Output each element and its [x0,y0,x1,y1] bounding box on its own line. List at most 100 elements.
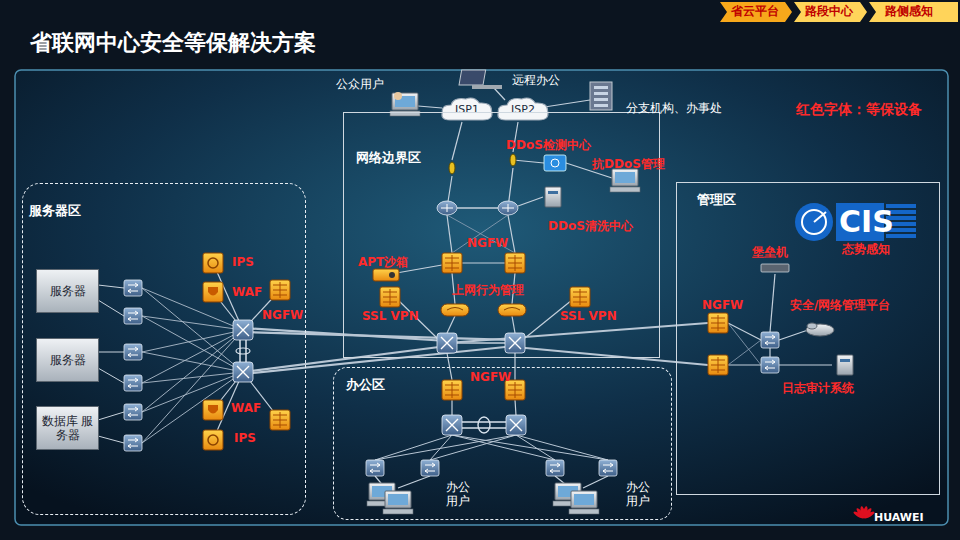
wire [98,352,124,353]
wire [516,435,555,460]
switch-icon [124,280,142,296]
wire [243,332,515,340]
router-icon [498,201,518,215]
security-device-label: SSL VPN [362,310,419,324]
brick-line [452,382,453,398]
security-device-label: 日志审计系统 [782,382,854,396]
wire [728,364,761,365]
behavior-mgmt-icon [441,304,469,316]
firewall-icon [708,313,728,333]
core-switch-arrows [446,419,458,431]
firewall-icon [505,253,525,273]
switch-arrows [765,335,775,345]
switch-arrows [128,378,138,388]
firewall-icon [442,380,462,400]
title: 省联网中心安全等保解决方案 [30,30,316,55]
switch-arrows [128,347,138,357]
wire [447,215,515,253]
server-name: 服务器 [41,284,94,298]
brick-line [580,289,581,305]
brick-line [452,255,453,271]
firewall-icon [203,400,223,420]
switch-icon [599,460,617,476]
wire [515,400,516,415]
behavior-mgmt-icon [498,304,526,316]
wire [447,316,455,333]
brand-label: HUAWEI [874,512,924,525]
link-marker [449,162,455,174]
security-device-label: APT沙箱 [358,256,408,270]
wire [452,215,508,253]
isp-name: ISP2 [496,103,550,116]
appliance-icon [837,355,853,375]
server-name: 服务器 [41,353,94,367]
security-device-label: NGFW [702,299,743,313]
building-window [594,86,608,89]
router-icon [437,201,457,215]
wire [98,300,124,316]
brick-line [718,315,719,331]
switch-arrows [128,438,138,448]
switch-icon [124,308,142,324]
isp-name: ISP1 [440,103,494,116]
core-switch-icon [233,362,253,382]
wire [243,346,447,372]
switch-arrows [128,407,138,417]
building-window [594,92,608,95]
switch-arrows [128,311,138,321]
firewall-icon [203,282,223,302]
wire [452,435,608,460]
firewall-icon [442,253,462,273]
wire [462,427,506,429]
wire [245,340,247,362]
pc-icon [571,491,597,508]
isp-cloud: ISP2 [496,96,550,122]
security-device-label: NGFW [262,309,303,323]
security-device-label: SSL VPN [560,310,617,324]
wire [583,476,608,488]
switch-arrows [128,283,138,293]
wire [375,435,452,460]
breadcrumb-tab [794,2,867,22]
wire [728,323,761,365]
wire [515,347,708,365]
person-head [394,92,402,100]
switch-icon [421,460,439,476]
wire [516,435,608,460]
zone-heading: 办公区 [346,376,385,394]
wire [98,412,124,420]
building-window [594,104,608,107]
wire [728,340,761,365]
brick-line [515,382,516,398]
link-marker [510,154,516,166]
logo-text: CIS [839,207,894,237]
wire [142,330,243,412]
waf-mark [208,287,218,296]
wire [728,323,761,340]
server-box: 服务器 [36,338,99,382]
wire [98,285,124,288]
pc-base [610,187,640,192]
security-device-label: DDoS清洗中心 [548,220,633,234]
wire [508,215,515,253]
radar-sweep [814,212,826,222]
laptop-base [472,85,502,89]
apt-sandbox-icon [373,269,399,281]
security-device-label: 堡垒机 [752,246,788,260]
security-device-label: WAF [232,286,262,300]
core-switch-icon [233,320,253,340]
location-label: 公众用户 [336,78,384,92]
wire [243,346,515,374]
wire [375,435,516,460]
security-device-label: NGFW [470,371,511,385]
radar-logo [795,203,833,241]
pc-base [383,509,413,514]
switch-icon [366,460,384,476]
security-device-label: DDoS检测中心 [506,139,591,153]
firewall-icon [570,287,590,307]
wires [98,88,832,488]
building-window [594,98,608,101]
user-label: 办公 用户 [626,480,652,509]
switch-icon [546,460,564,476]
firewall-icon [203,253,223,273]
